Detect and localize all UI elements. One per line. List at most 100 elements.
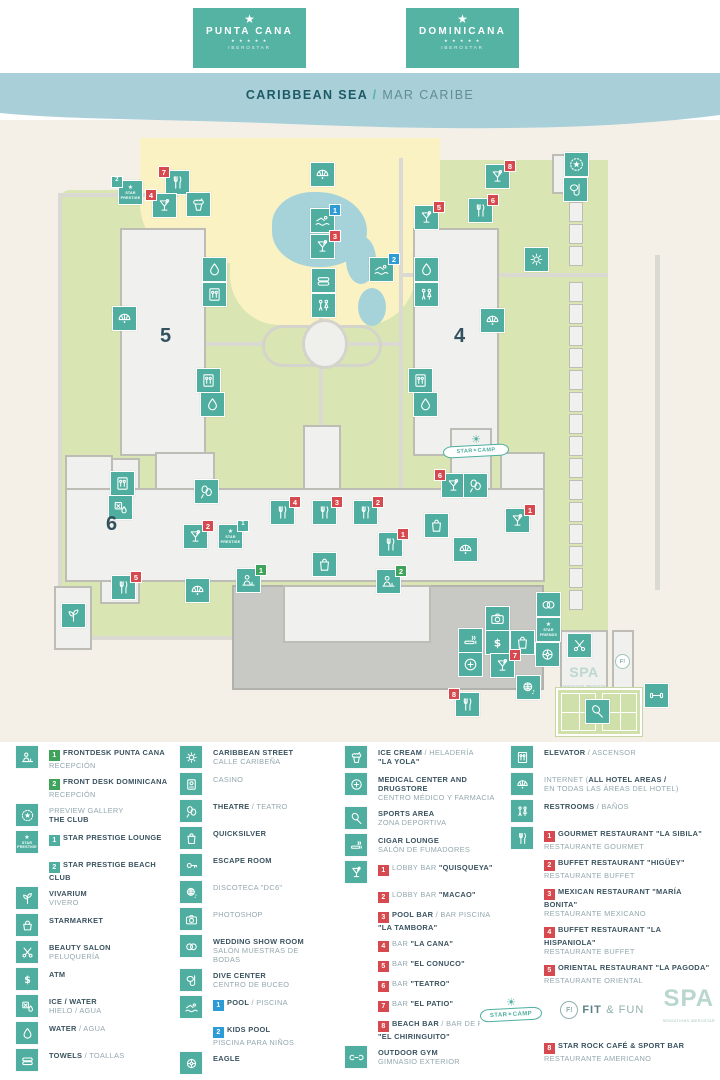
medical-icon [345,773,367,795]
brand-name: IBEROSTAR [228,45,271,50]
map-badge-3: 3 [331,496,343,508]
star-camp-logo: ☀ STAR✶CAMP [479,998,543,1023]
guest-room-block [569,202,583,222]
legend-icon-cell [16,995,49,1017]
droplet-icon [414,257,439,282]
legend-icon-cell [345,937,378,952]
lobby-wing-far-east [500,452,545,492]
map-badge-5: 5 [433,201,445,213]
map-badge-6: 6 [487,194,499,206]
legend-icon-cell [345,746,378,768]
masks-icon [180,800,202,822]
legend-badge-3: 3 [378,912,389,923]
droplet-icon [200,392,225,417]
legend-icon-cell [345,997,378,1012]
guest-room-block [569,392,583,412]
wifi-icon [480,308,505,333]
legend-icon-cell [16,941,49,963]
legend-icon-cell [16,968,49,990]
cutlery-icon: 3 [312,496,343,525]
racket-icon [585,699,610,724]
guest-room-block [569,568,583,588]
legend-icon-cell [16,746,49,770]
sun-icon: ☀ [471,434,481,446]
legend-item: ICE CREAM / HELADERÍA"LA YOLA" [345,746,505,768]
cocktail-icon: 4 [145,189,177,218]
cutlery-icon: 2 [353,496,384,525]
wifi-icon [511,773,533,795]
elevator-icon [110,471,135,496]
masks-icon [194,479,219,504]
map-badge-7: 7 [158,166,170,178]
legend-icon-cell [180,746,213,768]
star-icon: ★ [457,12,468,26]
legend-icon-cell [345,834,378,856]
guest-room-block [569,458,583,478]
restrooms-icon [311,293,336,318]
spa-logo: SPA SENSATIONS IBEROSTAR [663,987,715,1032]
guest-room-block [569,348,583,368]
legend-icon-cell [345,908,378,932]
legend-badge-1: 1 [378,865,389,876]
legend-icon-cell [16,914,49,936]
rating-stars: ★ ★ ★ ★ ★ [444,38,481,43]
map-badge-7: 7 [509,649,521,661]
icewater-icon [108,495,133,520]
plant-icon [16,887,38,909]
legend-badge-2: 2 [49,779,60,790]
guest-room-block [569,246,583,266]
dumbbell-icon [644,683,669,708]
spa-label: SPA SENSATIONS IBEROSTAR [560,665,608,693]
scissors-icon [16,941,38,963]
building-number-5: 5 [160,325,172,347]
elevator-icon [196,368,221,393]
cutlery-icon [511,827,533,849]
bag-icon [312,552,337,577]
star-icon: ★ [244,12,255,26]
legend-icon-cell [345,1046,378,1068]
legend-item: PHOTOSHOP [180,908,340,930]
building-5 [120,228,206,456]
cutlery-icon: 6 [468,194,499,223]
masks-icon [463,473,488,498]
kids-pool-shape [358,288,386,326]
disco-icon [180,881,202,903]
legend-icon-cell [345,888,378,903]
bag-icon [180,827,202,849]
legend-icon-cell [180,935,213,964]
gym-icon [345,1046,367,1068]
legend-icon-cell [16,1022,49,1044]
